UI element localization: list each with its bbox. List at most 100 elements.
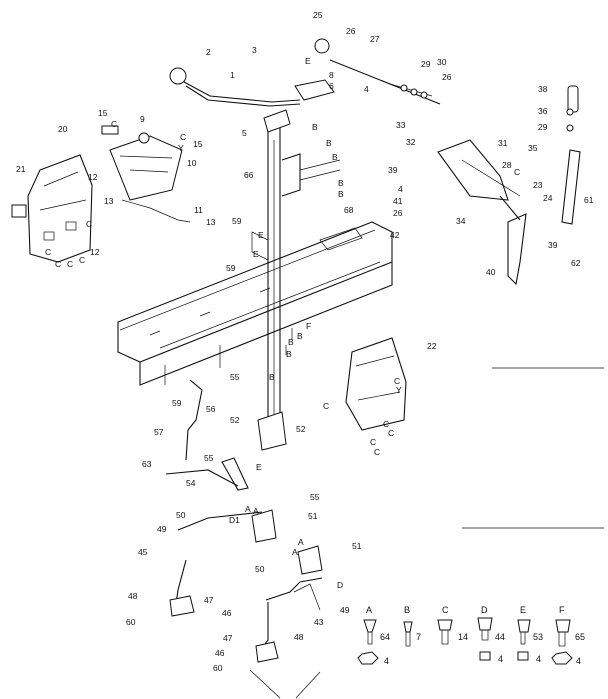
callout-43: 43 bbox=[314, 617, 324, 627]
legend-nut-4: 4 bbox=[536, 654, 541, 664]
callout-39: 39 bbox=[388, 165, 398, 175]
letter-label: B bbox=[338, 189, 344, 199]
callout-49: 49 bbox=[157, 524, 167, 534]
callout-55: 55 bbox=[310, 492, 320, 502]
callout-47: 47 bbox=[223, 633, 233, 643]
callout-56: 56 bbox=[206, 404, 216, 414]
legend-letter-f: F bbox=[559, 605, 565, 615]
callout-labels: 25 26 27 2 3 1 8 6 4 29 30 26 38 36 29 9… bbox=[16, 10, 594, 673]
callout-29: 29 bbox=[538, 122, 548, 132]
lower-lift-linkage bbox=[165, 379, 323, 699]
callout-52: 52 bbox=[230, 415, 240, 425]
letter-label: A bbox=[292, 547, 298, 557]
letter-label: Y bbox=[178, 143, 184, 153]
letter-label: C bbox=[514, 167, 520, 177]
legend-part-65: 65 bbox=[575, 632, 585, 642]
callout-60: 60 bbox=[126, 617, 136, 627]
right-side-plate bbox=[345, 337, 407, 431]
callout-59: 59 bbox=[172, 398, 182, 408]
letter-label: A bbox=[253, 506, 259, 516]
callout-11: 11 bbox=[194, 205, 203, 215]
callout-46: 46 bbox=[215, 648, 225, 658]
callout-13: 13 bbox=[104, 196, 114, 206]
callout-1: 1 bbox=[230, 70, 235, 80]
callout-51: 51 bbox=[308, 511, 318, 521]
letter-label: B bbox=[332, 152, 338, 162]
letter-label: B bbox=[312, 122, 318, 132]
legend-part-7: 7 bbox=[416, 632, 421, 642]
letter-label: C bbox=[323, 401, 329, 411]
callout-40: 40 bbox=[486, 267, 496, 277]
callout-35: 35 bbox=[528, 143, 538, 153]
letter-label: A bbox=[298, 537, 304, 547]
callout-57: 57 bbox=[154, 427, 164, 437]
legend-letter-d: D bbox=[481, 605, 488, 615]
callout-39: 39 bbox=[548, 240, 558, 250]
callout-24: 24 bbox=[543, 193, 553, 203]
frame-chassis bbox=[117, 221, 393, 386]
callout-33: 33 bbox=[396, 120, 406, 130]
callout-10: 10 bbox=[187, 158, 197, 168]
callout-51: 51 bbox=[352, 541, 362, 551]
callout-26: 26 bbox=[393, 208, 403, 218]
letter-label: B bbox=[338, 178, 344, 188]
pedal-bracket bbox=[437, 85, 581, 286]
legend-letter-a: A bbox=[366, 605, 372, 615]
callout-31: 31 bbox=[498, 138, 508, 148]
letter-label: C bbox=[45, 247, 51, 257]
callout-48: 48 bbox=[294, 632, 304, 642]
steering-column bbox=[251, 109, 341, 451]
callout-13: 13 bbox=[206, 217, 216, 227]
callout-50: 50 bbox=[176, 510, 186, 520]
callout-4: 4 bbox=[398, 184, 403, 194]
left-side-plate bbox=[11, 154, 93, 263]
callout-23: 23 bbox=[533, 180, 543, 190]
callout-68: 68 bbox=[344, 205, 354, 215]
callout-20: 20 bbox=[58, 124, 68, 134]
letter-label: B bbox=[297, 331, 303, 341]
letter-label: D1 bbox=[229, 515, 240, 525]
callout-22: 22 bbox=[427, 341, 437, 351]
control-box bbox=[101, 125, 191, 223]
pivot-assembly bbox=[294, 38, 441, 105]
callout-55: 55 bbox=[230, 372, 240, 382]
callout-61: 61 bbox=[584, 195, 594, 205]
callout-12: 12 bbox=[90, 247, 100, 257]
letter-label: A bbox=[245, 504, 251, 514]
letter-label: C bbox=[383, 419, 389, 429]
letter-label: B bbox=[286, 349, 292, 359]
letter-label: C bbox=[180, 132, 186, 142]
legend-nut-4: 4 bbox=[384, 656, 389, 666]
letter-label: C bbox=[394, 376, 400, 386]
legend-part-53: 53 bbox=[533, 632, 543, 642]
callout-59: 59 bbox=[226, 263, 236, 273]
legend-part-14: 14 bbox=[458, 632, 468, 642]
callout-60: 60 bbox=[213, 663, 223, 673]
letter-label: E bbox=[305, 56, 311, 66]
callout-48: 48 bbox=[128, 591, 138, 601]
legend-nut-4: 4 bbox=[576, 656, 581, 666]
callout-27: 27 bbox=[370, 34, 380, 44]
callout-52: 52 bbox=[296, 424, 306, 434]
letter-label: C bbox=[370, 437, 376, 447]
legend-letter-c: C bbox=[442, 605, 449, 615]
legend-part-44: 44 bbox=[495, 632, 505, 642]
letter-label: F bbox=[306, 321, 311, 331]
callout-15: 15 bbox=[193, 139, 203, 149]
callout-26: 26 bbox=[346, 26, 356, 36]
callout-28: 28 bbox=[502, 160, 512, 170]
callout-6: 6 bbox=[329, 81, 334, 91]
callout-38: 38 bbox=[538, 84, 548, 94]
callout-12: 12 bbox=[88, 172, 98, 182]
callout-29: 29 bbox=[421, 59, 431, 69]
callout-45: 45 bbox=[138, 547, 148, 557]
callout-59: 59 bbox=[232, 216, 242, 226]
legend-letter-e: E bbox=[520, 605, 526, 615]
callout-32: 32 bbox=[406, 137, 416, 147]
callout-63: 63 bbox=[142, 459, 152, 469]
legend-nut-4: 4 bbox=[498, 654, 503, 664]
letter-label: C bbox=[374, 447, 380, 457]
letter-label: C bbox=[388, 428, 394, 438]
callout-2: 2 bbox=[206, 47, 211, 57]
